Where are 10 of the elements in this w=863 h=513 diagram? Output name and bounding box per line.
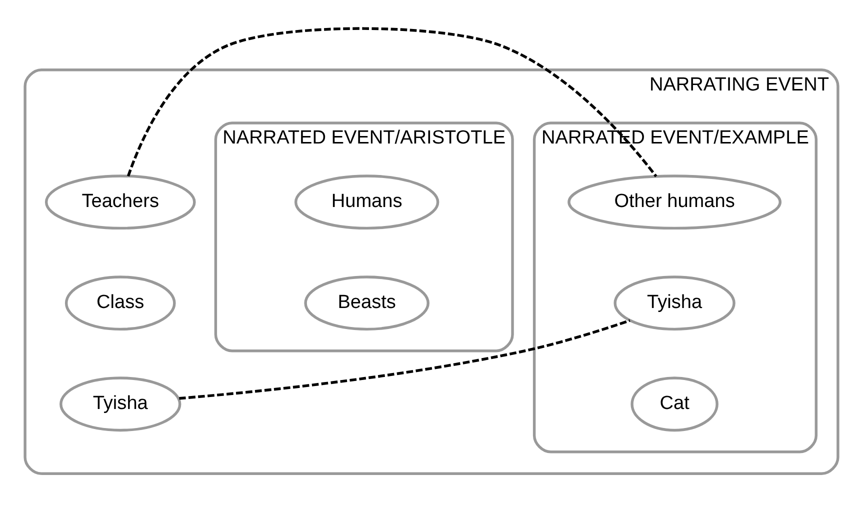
connector	[179, 319, 630, 400]
node-ellipse: Teachers	[44, 174, 196, 230]
node-ellipse: Other humans	[568, 174, 782, 230]
connector	[126, 27, 658, 178]
node-ellipse: Beasts	[304, 276, 430, 331]
node-ellipse: Humans	[294, 174, 440, 230]
node-ellipse: Tyisha	[614, 276, 736, 331]
node-ellipse: Tyisha	[60, 376, 182, 432]
node-ellipse: Class	[64, 276, 176, 331]
node-ellipse: Cat	[630, 376, 718, 432]
